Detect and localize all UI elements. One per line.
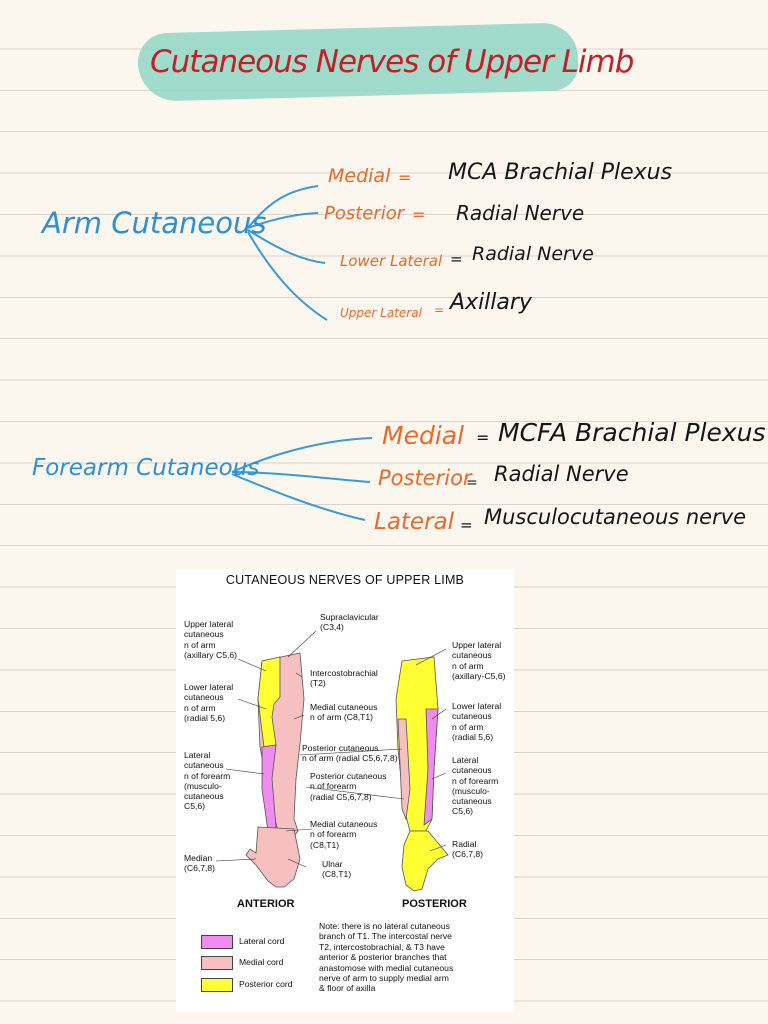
forearm-medial-value: MCFA Brachial Plexus <box>498 418 766 447</box>
arm-medial-eq: = <box>398 168 412 187</box>
forearm-posterior-label: Posterior <box>378 466 472 490</box>
legend-swatch-lateral-cord <box>201 935 233 949</box>
label-upper-lateral-posterior: Upper lateral cutaneous n of arm (axilla… <box>452 640 506 681</box>
cutaneous-nerves-figure: CUTANEOUS NERVES OF UPPER LIMB <box>176 569 514 1012</box>
arm-posterior-label: Posterior <box>324 203 405 224</box>
page-title: Cutaneous Nerves of Upper Limb <box>150 44 634 80</box>
legend-swatch-medial-cord <box>201 956 233 970</box>
forearm-medial-label: Medial <box>382 421 465 450</box>
label-lateral-forearm-posterior: Lateral cutaneous n of forearm (musculo-… <box>452 755 499 817</box>
arm-medial-label: Medial <box>328 165 391 187</box>
legend-label-posterior-cord: Posterior cord <box>239 979 293 989</box>
forearm-lateral-value: Musculocutaneous nerve <box>484 505 747 529</box>
view-posterior-label: POSTERIOR <box>402 898 467 910</box>
label-lower-lateral-posterior: Lower lateral cutaneous n of arm (radial… <box>452 701 502 742</box>
label-supraclavicular: Supraclavicular (C3,4) <box>320 612 379 633</box>
arm-heading: Arm Cutaneous <box>42 206 267 240</box>
arm-upper-lateral-value: Axillary <box>450 290 532 315</box>
arm-lower-lateral-value: Radial Nerve <box>472 243 594 265</box>
forearm-heading: Forearm Cutaneous <box>32 455 260 481</box>
arm-lower-lateral-eq: = <box>450 250 463 268</box>
arm-upper-lateral-label: Upper Lateral <box>340 306 422 320</box>
forearm-medial-eq: = <box>476 428 490 447</box>
branch-lines <box>231 185 373 521</box>
forearm-lateral-eq: = <box>460 516 473 534</box>
label-ulnar: Ulnar (C8,T1) <box>322 859 352 880</box>
label-radial: Radial (C6,7,8) <box>452 839 484 860</box>
arm-posterior-eq: = <box>412 205 426 224</box>
label-median: Median (C6,7,8) <box>184 853 216 874</box>
label-medial-cutaneous-forearm: Medial cutaneous n of forearm (C8,T1) <box>310 819 378 850</box>
label-lower-lateral-anterior: Lower lateral cutaneous n of arm (radial… <box>184 682 234 723</box>
legend-swatch-posterior-cord <box>201 978 233 992</box>
forearm-posterior-value: Radial Nerve <box>494 462 629 486</box>
label-lateral-forearm-anterior: Lateral cutaneous n of forearm (musculo-… <box>184 750 231 812</box>
label-intercostobrachial: Intercostobrachial (T2) <box>310 668 378 689</box>
arm-diagram <box>215 630 449 892</box>
arm-posterior-value: Radial Nerve <box>456 201 585 225</box>
figure-note: Note: there is no lateral cutaneous bran… <box>319 921 454 994</box>
label-posterior-cutaneous-arm: Posterior cutaneous n of arm (radial C5,… <box>302 743 398 764</box>
label-upper-lateral-anterior: Upper lateral cutaneous n of arm (axilla… <box>184 619 238 660</box>
forearm-lateral-label: Lateral <box>374 509 455 535</box>
view-anterior-label: ANTERIOR <box>237 898 295 910</box>
forearm-posterior-eq: = <box>466 475 478 491</box>
legend-label-lateral-cord: Lateral cord <box>239 936 285 946</box>
arm-lower-lateral-label: Lower Lateral <box>340 252 443 270</box>
figure-title: CUTANEOUS NERVES OF UPPER LIMB <box>225 573 465 587</box>
label-medial-cutaneous-arm: Medial cutaneous n of arm (C8,T1) <box>310 702 378 723</box>
arm-medial-value: MCA Brachial Plexus <box>448 160 673 185</box>
legend-label-medial-cord: Medial cord <box>239 957 284 967</box>
arm-upper-lateral-eq: = <box>434 303 445 317</box>
label-posterior-cutaneous-forearm: Posterior cutaneous n of forearm (radial… <box>310 771 387 802</box>
